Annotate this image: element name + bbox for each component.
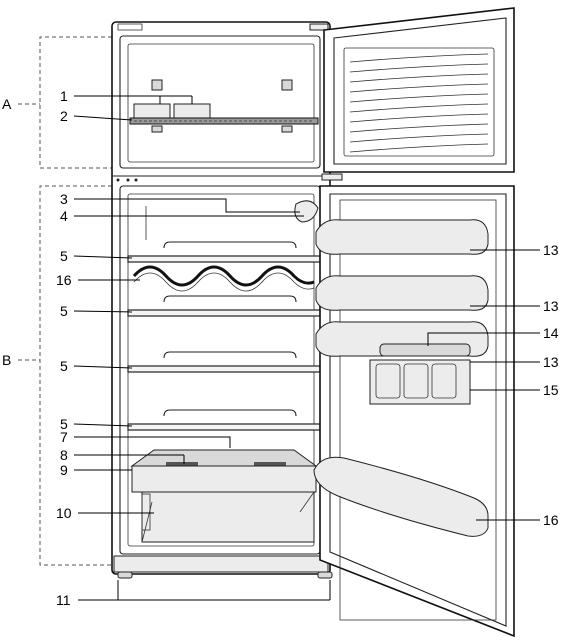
callout-7: 7 [60,429,68,445]
freezer-door [322,8,514,180]
callout-3: 3 [60,191,68,207]
callout-5b: 5 [60,303,68,319]
callout-16a: 16 [56,272,72,288]
callout-13b: 13 [543,298,559,314]
callout-1: 1 [60,88,68,104]
callout-11: 11 [56,592,71,608]
callout-14: 14 [543,325,559,341]
section-label-a: A [2,96,12,112]
callout-2: 2 [60,108,68,124]
callout-15: 15 [543,382,559,398]
callout-13a: 13 [543,242,559,258]
callout-8: 8 [60,447,68,463]
callout-16b: 16 [543,512,559,528]
crisper-drawer [132,450,316,542]
callout-13c: 13 [543,354,559,370]
callout-5a: 5 [60,248,68,264]
callout-10: 10 [56,505,72,521]
callout-5c: 5 [60,358,68,374]
section-label-b: B [2,352,11,368]
fridge-door [314,186,514,636]
callout-4: 4 [60,208,68,224]
callout-9: 9 [60,462,68,478]
